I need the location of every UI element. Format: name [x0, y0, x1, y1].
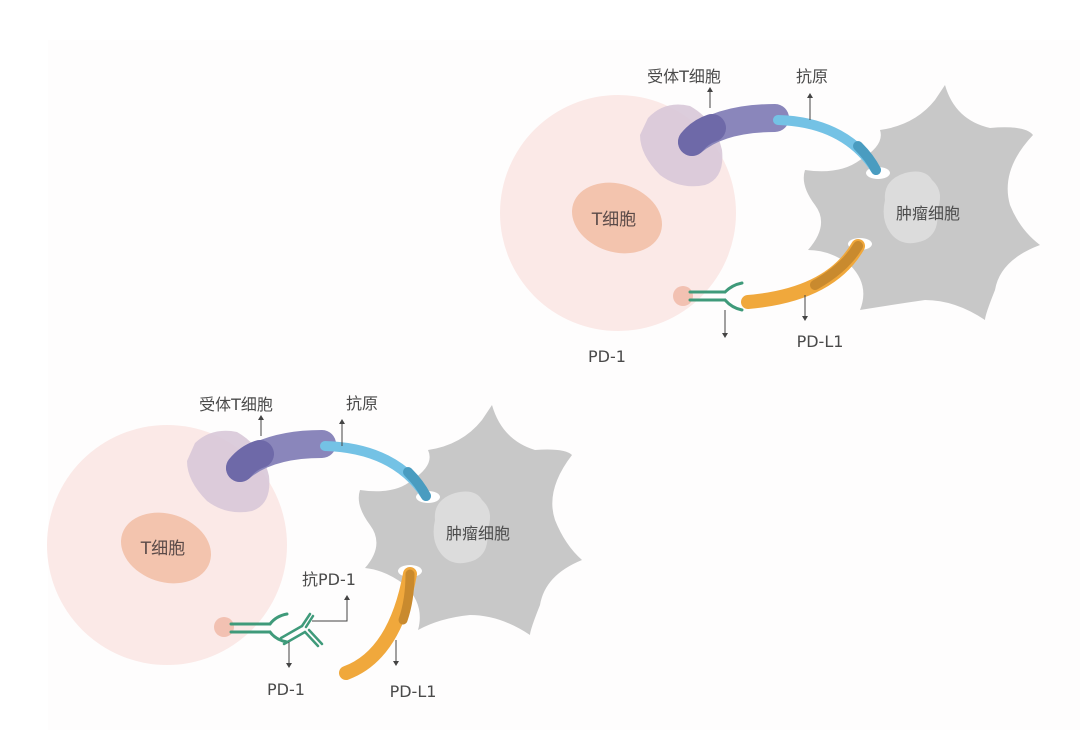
- antigen-label: 抗原: [346, 394, 378, 413]
- antigen-overlap: [853, 141, 881, 175]
- pdl1-arrow-head: [802, 316, 808, 321]
- tcr-arrow-head: [258, 415, 264, 420]
- pd1-receptor: [229, 612, 289, 644]
- pd-l1-overlap: [398, 569, 415, 625]
- t-cell-label: T细胞: [591, 210, 636, 230]
- pdl1-label: PD-L1: [797, 332, 844, 351]
- tumor-cell-nucleus: [883, 171, 941, 244]
- pd1-arrow-head: [722, 333, 728, 338]
- anti-pd1-antibody: [279, 612, 324, 648]
- t-cell-receptor-overlap: [678, 114, 726, 156]
- tcr-label: 受体T细胞: [647, 67, 721, 86]
- diagram-without-antibody: T细胞 肿瘤细胞 受体T细胞 抗原: [500, 67, 1040, 366]
- pd1-label: PD-1: [588, 347, 626, 366]
- anti-pd1-arrow-head: [344, 595, 350, 600]
- t-cell-nucleus: [121, 512, 211, 584]
- tumor-cell-label: 肿瘤细胞: [446, 524, 510, 543]
- tcr-arrow-head: [707, 87, 713, 92]
- tcr-label: 受体T细胞: [199, 395, 273, 414]
- tumor-cell-nucleus: [433, 491, 491, 564]
- tumor-cell-label: 肿瘤细胞: [896, 204, 960, 223]
- pd1-label: PD-1: [267, 680, 305, 699]
- pd1-anchor: [214, 617, 234, 637]
- pdl1-label: PD-L1: [390, 682, 437, 701]
- antigen-overlap: [403, 467, 431, 501]
- t-cell-label: T细胞: [140, 539, 185, 559]
- antigen-arrow-head: [807, 93, 813, 98]
- pd1-anchor: [673, 286, 693, 306]
- t-cell-receptor-overlap: [226, 440, 274, 482]
- antigen-label: 抗原: [796, 67, 828, 86]
- pdl1-arrow-head: [393, 661, 399, 666]
- anti-pd1-arrow: [312, 598, 348, 622]
- anti-pd1-label: 抗PD-1: [302, 570, 356, 589]
- pd1-arrow-head: [286, 663, 292, 668]
- t-cell-nucleus: [572, 182, 662, 254]
- antigen-arrow-head: [339, 419, 345, 424]
- pd-l1-overlap: [810, 241, 863, 290]
- pd1-receptor: [688, 281, 744, 312]
- diagram-with-anti-pd1: T细胞 肿瘤细胞: [47, 394, 582, 701]
